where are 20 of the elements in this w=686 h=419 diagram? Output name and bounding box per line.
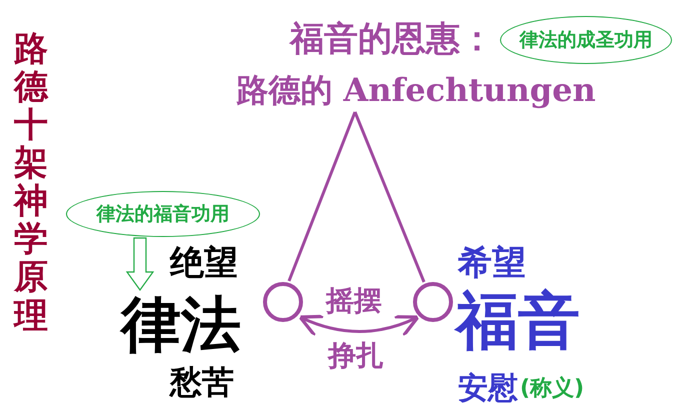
circle — [413, 282, 453, 322]
label-text: 希望 — [458, 246, 526, 280]
label-text: 挣扎 — [328, 342, 384, 370]
connector-line — [288, 111, 356, 282]
arrow — [126, 237, 154, 292]
heading-text: 路德的 Anfechtungen — [220, 70, 612, 110]
double-arrow — [298, 314, 420, 337]
ellipse-callout: 律法的成圣功用 — [500, 16, 672, 64]
big-text: 律法 — [112, 290, 250, 360]
label-text: 绝望 — [170, 246, 238, 280]
label-text: 愁苦 — [170, 366, 234, 398]
label-text: 安慰 — [458, 374, 518, 404]
circle — [263, 282, 303, 322]
ellipse-callout: 律法的福音功用 — [66, 191, 260, 237]
label-text: 摇摆 — [326, 287, 382, 315]
big-text: 福音 — [456, 290, 580, 352]
connector-line — [354, 111, 426, 283]
label-text: (称义) — [520, 378, 584, 400]
heading-text: 福音的恩惠： — [290, 22, 494, 56]
vertical-title: 路德十架神学原理 — [14, 30, 48, 335]
